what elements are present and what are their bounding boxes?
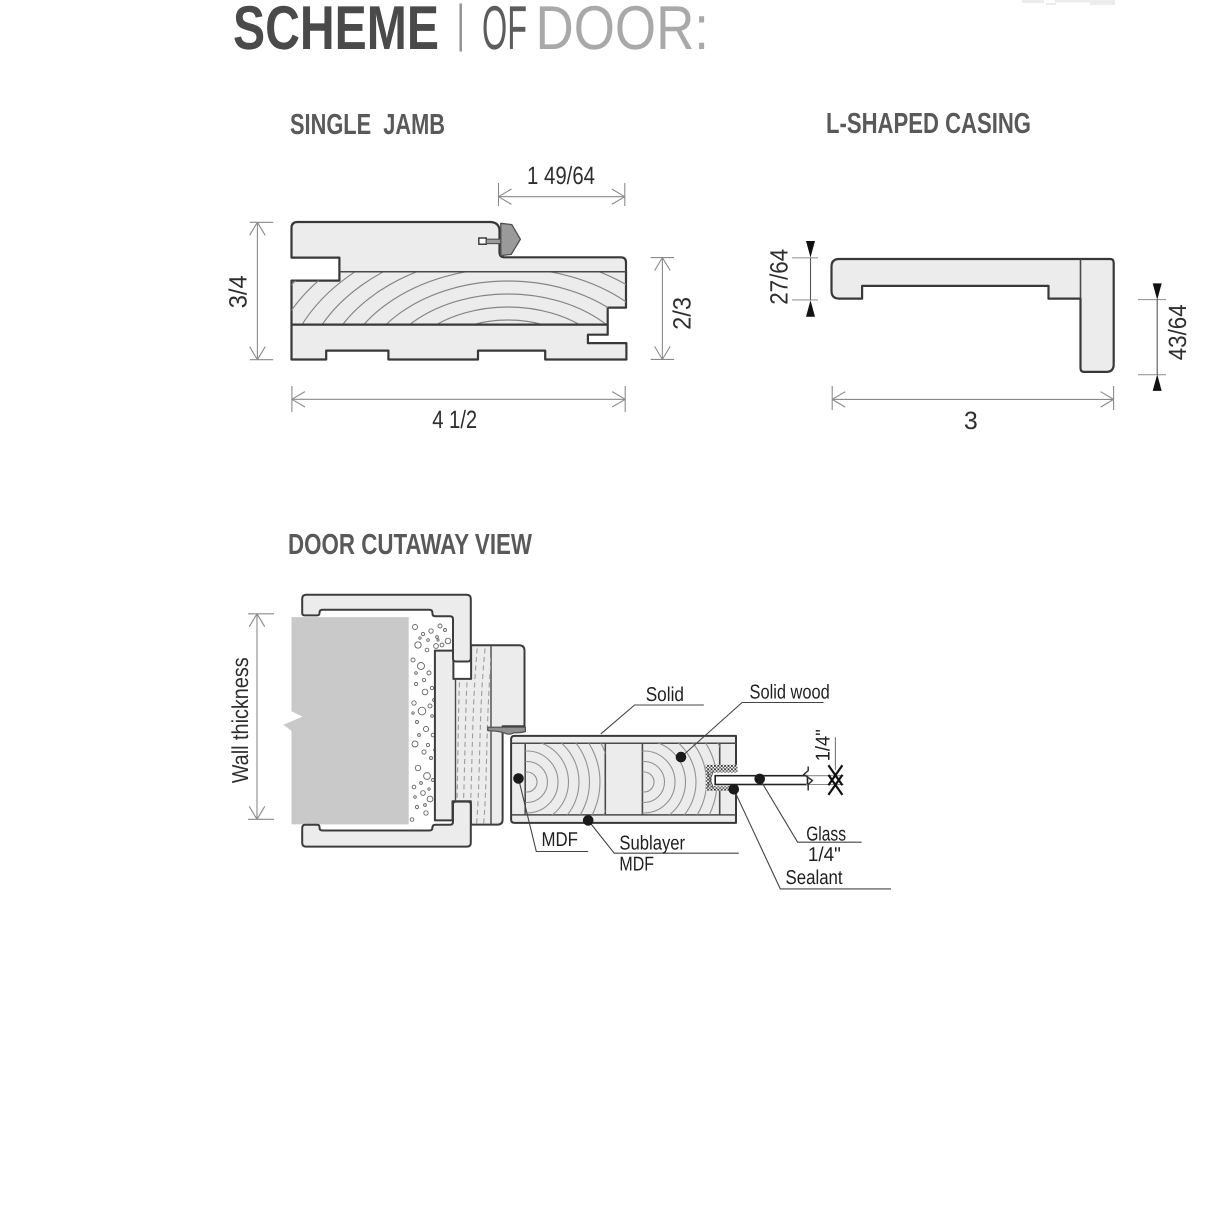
svg-text:4 1/2: 4 1/2 (432, 406, 477, 434)
svg-text:Glass: Glass (806, 823, 846, 845)
svg-text:MDF: MDF (542, 829, 578, 851)
svg-text:SINGLE JAMB: SINGLE JAMB (290, 109, 445, 141)
svg-text:27/64: 27/64 (766, 249, 794, 305)
svg-text:1/4": 1/4" (808, 844, 841, 866)
svg-text:OF: OF (482, 0, 527, 63)
svg-text:SCHEME: SCHEME (233, 0, 439, 63)
svg-text:Solid: Solid (646, 684, 684, 706)
svg-text:3/4: 3/4 (225, 275, 253, 308)
svg-text:L-SHAPED CASING: L-SHAPED CASING (826, 108, 1031, 140)
svg-text:1/4": 1/4" (813, 729, 835, 761)
svg-text:MDF: MDF (619, 853, 654, 875)
svg-text:Sealant: Sealant (786, 867, 843, 889)
svg-text:Sublayer: Sublayer (619, 833, 685, 855)
svg-text:3: 3 (964, 407, 978, 435)
svg-text:1 49/64: 1 49/64 (527, 162, 595, 190)
svg-text:2/3: 2/3 (669, 297, 697, 330)
svg-text:Wall thickness: Wall thickness (227, 657, 253, 783)
svg-text:Solid wood: Solid wood (750, 681, 830, 703)
svg-text:43/64: 43/64 (1164, 304, 1192, 360)
svg-text:DOOR CUTAWAY VIEW: DOOR CUTAWAY VIEW (288, 529, 532, 561)
svg-text:DOOR:: DOOR: (536, 0, 710, 63)
